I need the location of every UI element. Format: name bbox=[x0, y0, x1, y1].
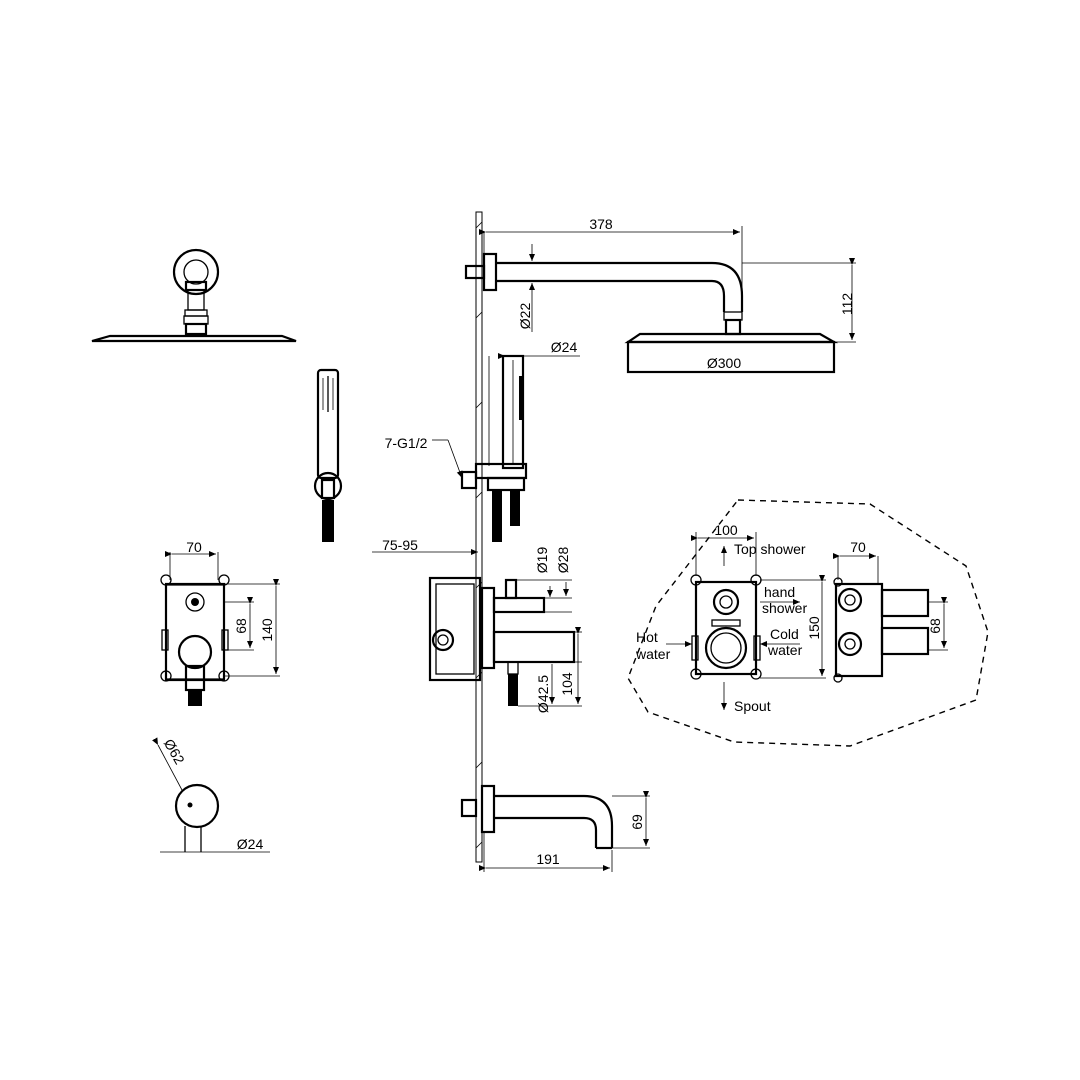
valve-side bbox=[428, 576, 576, 706]
detail-valve-front bbox=[666, 532, 826, 710]
label-hot-1: Hot bbox=[636, 629, 658, 645]
dim-wall-depth: 75-95 bbox=[382, 537, 418, 553]
dim-spout-length: 191 bbox=[536, 851, 560, 867]
center-dimensions bbox=[372, 226, 856, 872]
spout-side bbox=[460, 784, 614, 850]
label-hand-shower-1: hand bbox=[764, 584, 795, 600]
dim-head-diameter: Ø300 bbox=[707, 355, 741, 371]
dim-holder-diameter: Ø24 bbox=[551, 339, 578, 355]
dim-outlet-thread: 7-G1/2 bbox=[385, 435, 428, 451]
dim-valve-d19: Ø19 bbox=[534, 547, 550, 574]
label-cold-2: water bbox=[767, 642, 803, 658]
dim-valve-d42: Ø42.5 bbox=[535, 675, 551, 713]
label-hand-shower-2: shower bbox=[762, 600, 807, 616]
wall-section bbox=[475, 211, 483, 863]
detail-dim-side-70: 70 bbox=[850, 539, 866, 555]
detail-dim-height-150: 150 bbox=[806, 616, 822, 640]
mixing-box-front bbox=[160, 551, 280, 706]
label-cold-1: Cold bbox=[770, 626, 799, 642]
hand-shower bbox=[313, 368, 343, 542]
dim-arm-drop: 112 bbox=[839, 293, 855, 316]
dim-spout-height: 69 bbox=[629, 814, 645, 830]
spout-flange-front bbox=[152, 737, 270, 853]
shower-head-side-view bbox=[91, 248, 297, 343]
detail-valve-side bbox=[833, 553, 948, 683]
dim-box-140: 140 bbox=[259, 618, 275, 642]
detail-outline bbox=[627, 499, 989, 747]
dim-arm-length: 378 bbox=[589, 216, 613, 232]
label-spout: Spout bbox=[734, 698, 771, 714]
dim-box-width: 70 bbox=[186, 539, 202, 555]
dim-arm-diameter: Ø22 bbox=[517, 303, 533, 330]
detail-dim-side-68: 68 bbox=[927, 618, 943, 634]
dim-valve-104: 104 bbox=[559, 672, 575, 696]
dim-valve-d28: Ø28 bbox=[555, 547, 571, 574]
dim-flange-diameter: Ø62 bbox=[161, 736, 188, 767]
dim-box-68: 68 bbox=[233, 618, 249, 634]
label-hot-2: water bbox=[635, 646, 671, 662]
hand-shower-holder bbox=[460, 354, 528, 542]
dim-spout-pipe: Ø24 bbox=[237, 836, 264, 852]
detail-dim-width-100: 100 bbox=[714, 522, 738, 538]
label-top-shower: Top shower bbox=[734, 541, 806, 557]
